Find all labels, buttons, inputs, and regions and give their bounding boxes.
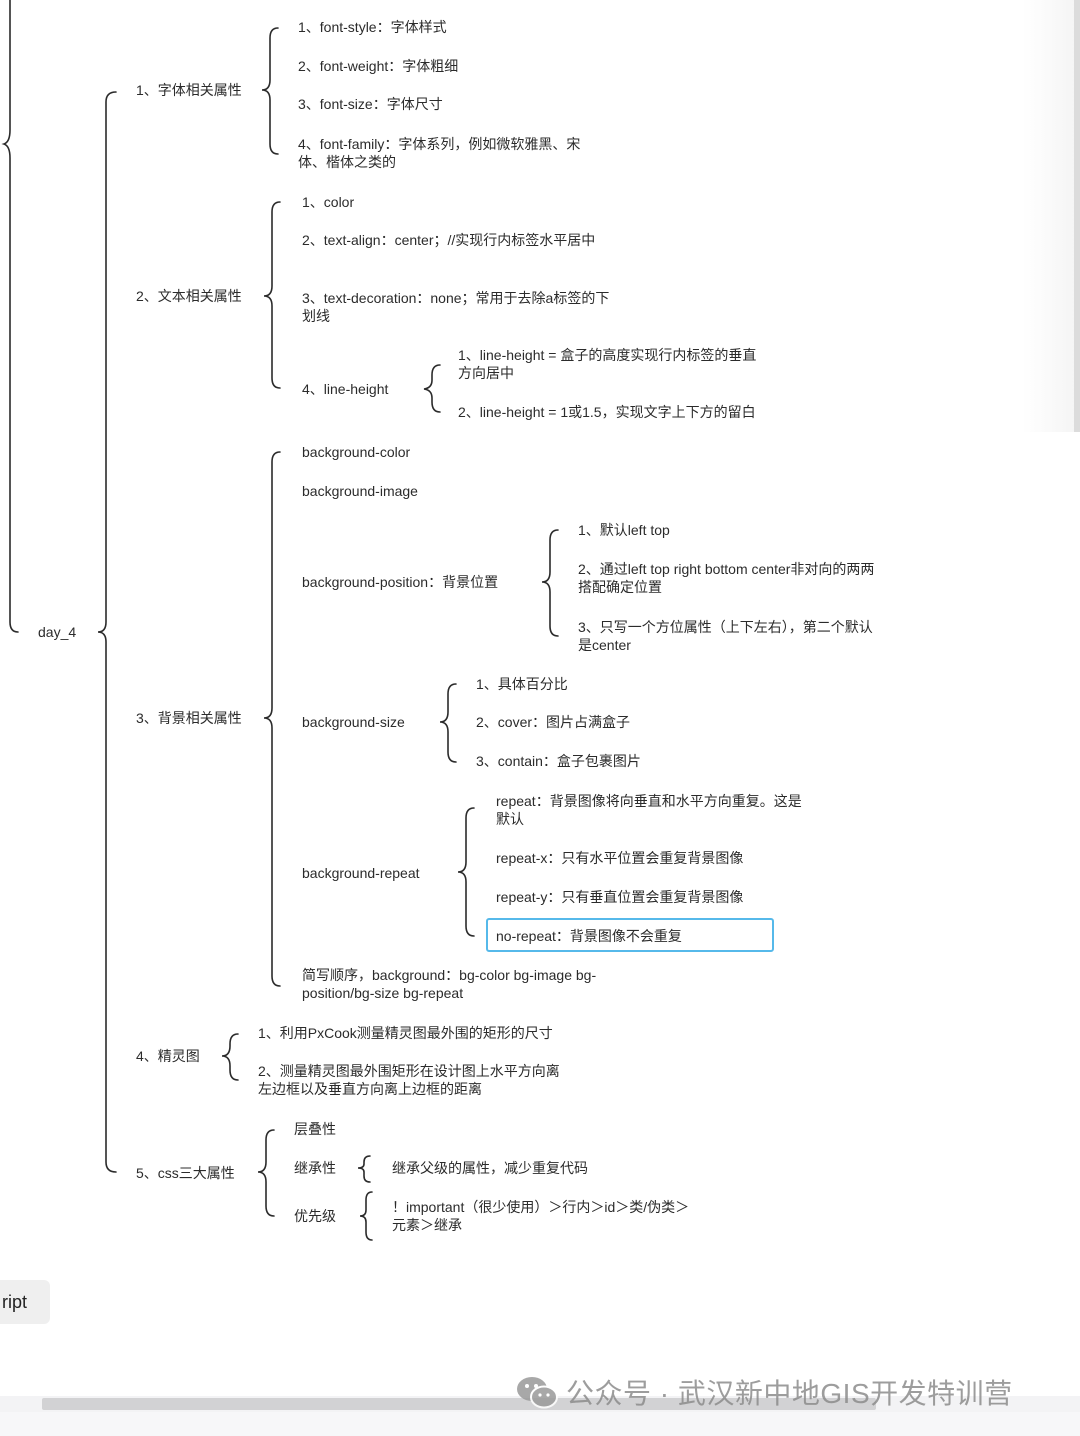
brace-font bbox=[261, 27, 279, 155]
node-background-size[interactable]: background-size bbox=[302, 714, 405, 730]
brace-text bbox=[263, 201, 281, 389]
node-line-height-spacing[interactable]: 2、line-height = 1或1.5，实现文字上下方的留白 bbox=[458, 404, 756, 420]
node-size-contain[interactable]: 3、contain：盒子包裹图片 bbox=[476, 753, 641, 769]
watermark: 公众号 · 武汉新中地GIS开发特训营 bbox=[516, 1372, 1013, 1412]
node-background-position[interactable]: background-position：背景位置 bbox=[302, 574, 499, 590]
node-background-color[interactable]: background-color bbox=[302, 444, 411, 460]
node-color[interactable]: 1、color bbox=[302, 194, 355, 210]
brace-priority bbox=[359, 1191, 373, 1241]
node-font-weight[interactable]: 2、font-weight：字体粗细 bbox=[298, 58, 459, 74]
vertical-scrollbar[interactable] bbox=[1074, 0, 1080, 432]
node-text-align[interactable]: 2、text-align：center；//实现行内标签水平居中 bbox=[302, 232, 596, 248]
node-size-percent[interactable]: 1、具体百分比 bbox=[476, 676, 568, 692]
node-size-cover[interactable]: 2、cover：图片占满盒子 bbox=[476, 714, 631, 730]
brace-background bbox=[263, 451, 281, 987]
node-sprite-measure-distance[interactable]: 2、测量精灵图最外围矩形在设计图上水平方向离左边框以及垂直方向离上边框的距离 bbox=[258, 1063, 560, 1097]
node-line-height-center[interactable]: 1、line-height = 盒子的高度实现行内标签的垂直方向居中 bbox=[458, 347, 757, 381]
node-repeat-x[interactable]: repeat-x：只有水平位置会重复背景图像 bbox=[496, 850, 744, 866]
wechat-icon bbox=[517, 1377, 558, 1409]
brace-line-height bbox=[423, 364, 441, 413]
node-text-decoration[interactable]: 3、text-decoration：none；常用于去除a标签的下划线 bbox=[302, 290, 610, 324]
node-cascade[interactable]: 层叠性 bbox=[294, 1121, 336, 1137]
canvas-edge-shade bbox=[1022, 0, 1080, 432]
brace-parent bbox=[1, 0, 19, 633]
node-font-family[interactable]: 4、font-family：字体系列，例如微软雅黑、宋体、楷体之类的 bbox=[298, 136, 581, 170]
selected-node-highlight bbox=[486, 918, 774, 952]
node-font-size[interactable]: 3、font-size：字体尺寸 bbox=[298, 96, 443, 112]
brace-css3 bbox=[257, 1129, 275, 1217]
horizontal-scroll-thumb[interactable] bbox=[42, 1398, 876, 1410]
node-repeat-y[interactable]: repeat-y：只有垂直位置会重复背景图像 bbox=[496, 889, 744, 905]
side-tab[interactable]: ript bbox=[0, 1280, 50, 1324]
node-inheritance[interactable]: 继承性 bbox=[294, 1160, 336, 1176]
brace-inherit bbox=[357, 1155, 371, 1183]
node-background-repeat[interactable]: background-repeat bbox=[302, 865, 420, 881]
node-css-three-properties[interactable]: 5、css三大属性 bbox=[136, 1165, 235, 1181]
brace-root bbox=[97, 91, 117, 1173]
node-position-default[interactable]: 1、默认left top bbox=[578, 522, 670, 538]
node-priority[interactable]: 优先级 bbox=[294, 1208, 336, 1224]
node-font-properties[interactable]: 1、字体相关属性 bbox=[136, 82, 242, 98]
node-position-combine[interactable]: 2、通过left top right bottom center非对向的两两搭配… bbox=[578, 561, 875, 595]
brace-sprite bbox=[221, 1033, 239, 1081]
node-repeat-default[interactable]: repeat：背景图像将向垂直和水平方向重复。这是默认 bbox=[496, 793, 802, 827]
node-sprite-measure-size[interactable]: 1、利用PxCook测量精灵图最外围的矩形的尺寸 bbox=[258, 1025, 553, 1041]
node-sprite[interactable]: 4、精灵图 bbox=[136, 1048, 200, 1064]
node-no-repeat[interactable]: no-repeat：背景图像不会重复 bbox=[496, 928, 682, 944]
node-font-style[interactable]: 1、font-style：字体样式 bbox=[298, 19, 447, 35]
brace-repeat bbox=[457, 807, 475, 937]
node-line-height[interactable]: 4、line-height bbox=[302, 381, 389, 397]
node-background-shorthand[interactable]: 简写顺序，background：bg-color bg-image bg-pos… bbox=[302, 967, 597, 1001]
bottom-bar bbox=[0, 1412, 1080, 1436]
node-root[interactable]: day_4 bbox=[38, 624, 77, 640]
node-background-properties[interactable]: 3、背景相关属性 bbox=[136, 710, 242, 726]
brace-position bbox=[541, 529, 559, 637]
node-position-single[interactable]: 3、只写一个方位属性（上下左右），第二个默认是center bbox=[578, 619, 873, 653]
node-background-image[interactable]: background-image bbox=[302, 483, 418, 499]
node-text-properties[interactable]: 2、文本相关属性 bbox=[136, 288, 242, 304]
brace-size bbox=[439, 683, 457, 763]
watermark-text: 公众号 · 武汉新中地GIS开发特训营 bbox=[566, 1378, 1013, 1409]
node-priority-detail[interactable]: ！important（很少使用）＞行内＞id＞类/伪类＞元素＞继承 bbox=[392, 1199, 690, 1233]
node-inheritance-detail[interactable]: 继承父级的属性，减少重复代码 bbox=[392, 1160, 588, 1176]
